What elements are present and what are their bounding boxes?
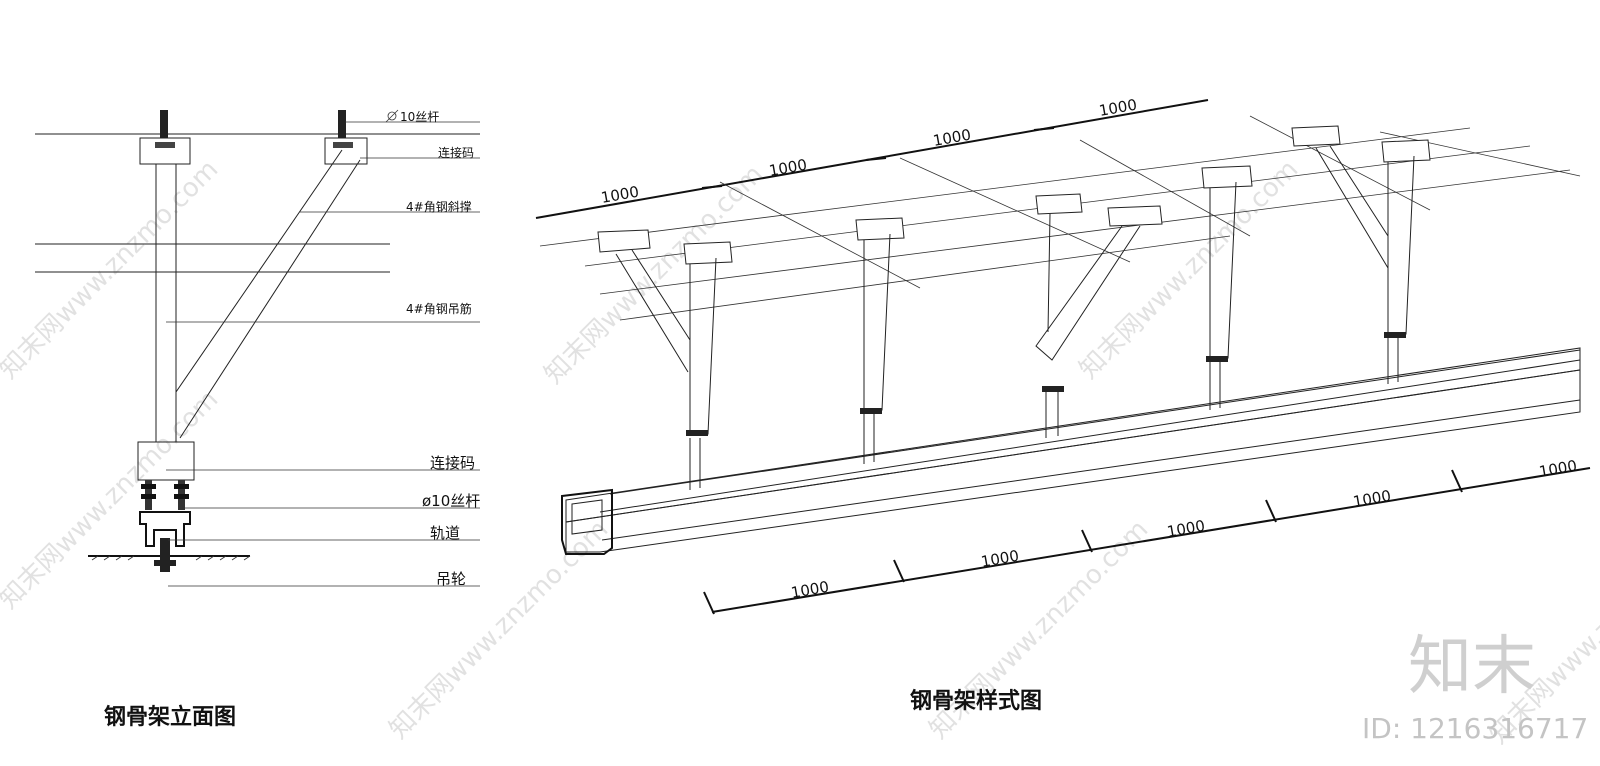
rail-lower-line	[601, 399, 1581, 541]
hanger-3-brace	[1035, 213, 1141, 361]
hanger-3-plate-a	[1035, 193, 1083, 215]
hanger-3-plate-b	[1107, 205, 1163, 227]
hangers	[597, 125, 1431, 490]
hanger-5-nut	[1384, 332, 1406, 338]
label-connector-bottom: 连接码	[430, 454, 475, 472]
watermark-text-1: 知末网www.znzmo.com	[0, 154, 224, 385]
top-tick-2	[865, 157, 887, 161]
diameter-slash	[385, 109, 399, 123]
bottom-tick-0	[703, 591, 715, 615]
rail-side-face	[565, 369, 1581, 553]
bottom-dimension-line	[711, 467, 1591, 613]
track-profile	[139, 511, 191, 547]
nut-right-2	[174, 494, 189, 499]
bottom-dim-4: 1000	[1352, 487, 1393, 511]
top-bolt-right	[338, 110, 346, 138]
top-tick-3	[1033, 127, 1055, 131]
hanger-3-rods	[1045, 390, 1059, 438]
hanger-1-plate	[683, 241, 733, 265]
hanger-2-plate	[855, 217, 905, 241]
rail-top-face	[565, 347, 1581, 523]
bottom-dim-1: 1000	[790, 578, 831, 602]
bottom-dim-2: 1000	[980, 547, 1021, 571]
nut-left-2	[141, 494, 156, 499]
top-nut-left	[155, 142, 175, 148]
bottom-tick-1	[893, 559, 905, 583]
diameter-symbol	[387, 111, 397, 121]
bottom-tick-3	[1265, 499, 1277, 523]
rail-end-profile	[561, 488, 613, 555]
bottom-dim-3: 1000	[1166, 517, 1207, 541]
top-plate-left	[139, 137, 191, 165]
bottom-tick-4	[1451, 469, 1463, 493]
top-dim-3: 1000	[932, 126, 973, 150]
label-rod-top: 10丝杆	[400, 110, 439, 124]
brace-left-edge	[175, 149, 343, 393]
elevation-drawing: 10丝杆 连接码 4#角钢斜撑 4#角钢吊筋 连接码 ø10丝杆 轨道 吊轮 钢…	[35, 109, 480, 730]
label-wheel: 吊轮	[436, 570, 466, 588]
brace-right-edge	[179, 159, 361, 439]
isometric-drawing: 1000 1000 1000 1000	[535, 96, 1591, 714]
top-bolt-left	[160, 110, 168, 138]
brand-watermark: 知末 ID: 1216316717	[1362, 630, 1588, 745]
bottom-tick-2	[1081, 529, 1093, 553]
nut-left-1	[141, 484, 156, 489]
bottom-connector	[137, 441, 195, 481]
top-tick-1	[701, 185, 723, 189]
label-track: 轨道	[430, 524, 460, 542]
top-plate-right	[324, 137, 368, 165]
hanger-5-rods	[1387, 338, 1399, 384]
hanger-1-rods	[689, 438, 701, 490]
isometric-title: 钢骨架样式图	[910, 688, 1042, 714]
top-dim-2: 1000	[768, 156, 809, 180]
hanger-5-body	[1387, 155, 1415, 335]
top-dim-1: 1000	[600, 183, 641, 207]
wheel-hanger	[160, 538, 170, 572]
hanger-1-nut	[686, 430, 708, 436]
hanger-5-brace-plate	[1291, 125, 1341, 147]
rail-lip-2	[599, 359, 1581, 513]
nut-right-1	[174, 484, 189, 489]
rail-lip-1	[609, 349, 1581, 495]
watermark-text-4: 知末网www.znzmo.com	[0, 384, 224, 615]
hanger-4-rods	[1209, 362, 1221, 410]
hanger-3-nut	[1042, 386, 1064, 392]
bottom-dim-5: 1000	[1538, 457, 1579, 481]
hanger-1-brace-plate	[597, 229, 651, 253]
top-nut-right	[333, 142, 353, 148]
logo-watermark: 知末	[1408, 630, 1536, 704]
top-dim-4: 1000	[1098, 96, 1139, 120]
hanger-2-nut	[860, 408, 882, 414]
hanger-5-plate	[1381, 139, 1431, 163]
label-rod-bottom: ø10丝杆	[422, 492, 480, 510]
rail-end-inner	[571, 499, 603, 535]
rail	[561, 347, 1581, 555]
hanger-5-brace	[1315, 145, 1389, 269]
label-hanger: 4#角钢吊筋	[406, 301, 472, 316]
wheel-body	[154, 560, 176, 566]
watermark-text-2: 知末网www.znzmo.com	[539, 159, 770, 390]
label-connector-top: 连接码	[438, 145, 474, 160]
finish-hatch	[91, 555, 251, 561]
hanger-1-body	[689, 257, 717, 435]
hanger-1-brace	[615, 249, 691, 373]
hanger-2-rods	[863, 414, 875, 464]
id-watermark: ID: 1216316717	[1362, 712, 1588, 745]
hanger-4-plate	[1201, 165, 1253, 189]
label-brace: 4#角钢斜撑	[406, 199, 472, 214]
watermark-text-5: 知末网www.znzmo.com	[384, 514, 615, 745]
hanger-4-nut	[1206, 356, 1228, 362]
elevation-title: 钢骨架立面图	[104, 704, 236, 730]
